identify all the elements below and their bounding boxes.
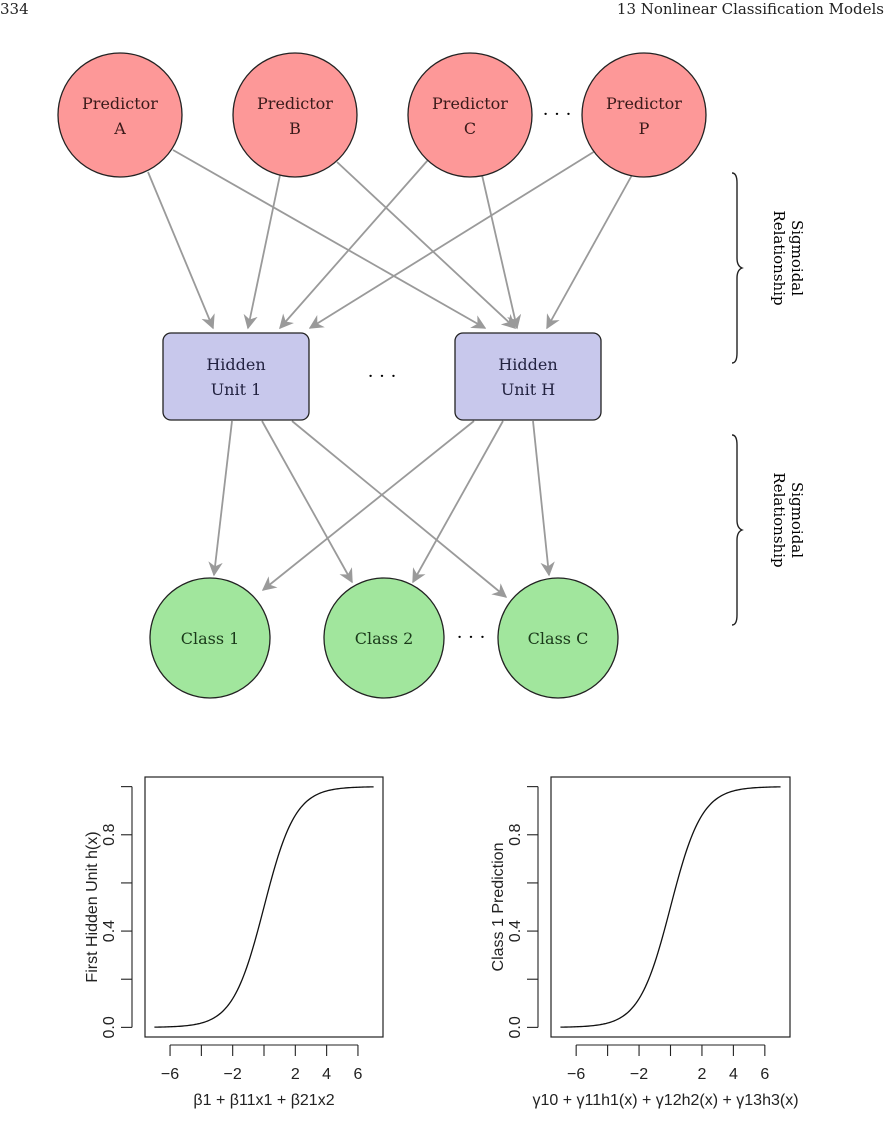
hidden-unit-label-line1: Hidden [498, 355, 557, 374]
hidden-unit-sigmoid-plot: 0.0 0.4 0.8 −6 −2 2 4 6 First Hidden Unit h(x) β1… [84, 776, 384, 1109]
y-axis-label: Class 1 Prediction [490, 843, 507, 972]
edge-arrow [261, 420, 475, 591]
edge-arrow [546, 174, 633, 330]
hidden-unit-box [454, 332, 602, 421]
class-ellipsis: · · · [457, 627, 486, 648]
x-tick-label: −2 [630, 1066, 648, 1083]
edge-arrow [147, 171, 215, 330]
predictor-circle [407, 52, 533, 178]
hidden-unit-label-line1: Hidden [206, 355, 265, 374]
class-label: Class 1 [181, 629, 240, 648]
edge-arrow [261, 420, 353, 584]
edge-arrow [279, 159, 429, 330]
brace-bottom-label-line1: Sigmoidal [788, 482, 806, 558]
class-node: Class C [497, 577, 619, 699]
predictor-circle [581, 52, 707, 178]
predictor-label-line1: Predictor [432, 94, 508, 113]
y-tick-label: 0.8 [101, 824, 118, 846]
predictor-ellipsis: · · · [543, 104, 572, 125]
brace-bottom-label-line2: Relationship [770, 472, 788, 567]
predictor-circle [232, 52, 358, 178]
x-tick-label: 4 [322, 1066, 331, 1083]
y-tick-label: 0.8 [507, 824, 524, 846]
hidden-unit-label-line2: Unit H [501, 380, 555, 399]
class-prediction-sigmoid-plot: 0.0 0.4 0.8 −6 −2 2 4 6 Class 1 Prediction γ10 + … [490, 776, 799, 1109]
neural-network-diagram: PredictorAPredictorBPredictorCPredictorP… [57, 52, 806, 699]
edge-arrow [291, 420, 508, 598]
connection-edges [147, 147, 633, 598]
edge-arrow [336, 161, 517, 329]
y-tick-label: 0.0 [507, 1016, 524, 1038]
class-node: Class 2 [323, 577, 445, 699]
class-label: Class 2 [355, 629, 414, 648]
x-tick-label: 2 [291, 1066, 300, 1083]
x-axis-label: γ10 + γ11h1(x) + γ12h2(x) + γ13h3(x) [532, 1092, 798, 1109]
class-label: Class C [528, 629, 589, 648]
predictor-label-line1: Predictor [257, 94, 333, 113]
sigmoid-curve [560, 786, 781, 1028]
page-number: 334 [0, 0, 29, 18]
x-tick-label: 6 [353, 1066, 362, 1083]
predictor-label-line2: B [289, 119, 301, 138]
brace-top [731, 172, 744, 364]
y-axis-label: First Hidden Unit h(x) [84, 831, 101, 982]
class-circle [323, 577, 445, 699]
hidden-unit-box [162, 332, 310, 421]
edge-arrow [532, 420, 555, 577]
class-circle [497, 577, 619, 699]
y-tick-label: 0.0 [101, 1016, 118, 1038]
edge-arrow [308, 147, 601, 329]
plot-frame [144, 776, 384, 1038]
predictor-label-line1: Predictor [606, 94, 682, 113]
class-node: Class 1 [149, 577, 271, 699]
predictor-label-line2: C [464, 119, 476, 138]
edge-arrow [172, 149, 487, 329]
x-tick-label: 2 [697, 1066, 706, 1083]
class-circle [149, 577, 271, 699]
edge-arrow [243, 174, 281, 330]
x-tick-label: 4 [729, 1066, 738, 1083]
y-tick-label: 0.4 [507, 920, 524, 942]
x-tick-label: −6 [567, 1066, 585, 1083]
edge-arrow [412, 420, 504, 584]
predictor-label-line2: P [639, 119, 650, 138]
brace-top-label-line1: Sigmoidal [788, 220, 806, 296]
edge-arrow [208, 420, 233, 577]
plot-frame [550, 776, 791, 1038]
sigmoid-curve [154, 786, 374, 1028]
predictor-label-line2: A [113, 119, 126, 138]
x-tick-label: −6 [161, 1066, 179, 1083]
hidden-unit-label-line2: Unit 1 [211, 380, 262, 399]
y-tick-label: 0.4 [101, 920, 118, 942]
predictor-label-line1: Predictor [82, 94, 158, 113]
brace-bottom [731, 434, 744, 626]
x-axis-label: β1 + β11x1 + β21x2 [193, 1092, 334, 1109]
running-header: 13 Nonlinear Classification Models [616, 0, 884, 18]
x-tick-label: 6 [760, 1066, 769, 1083]
edge-arrow [481, 174, 522, 330]
brace-top-label-line2: Relationship [770, 210, 788, 305]
hidden-ellipsis: · · · [368, 366, 397, 387]
predictor-circle [57, 52, 183, 178]
x-tick-label: −2 [224, 1066, 242, 1083]
